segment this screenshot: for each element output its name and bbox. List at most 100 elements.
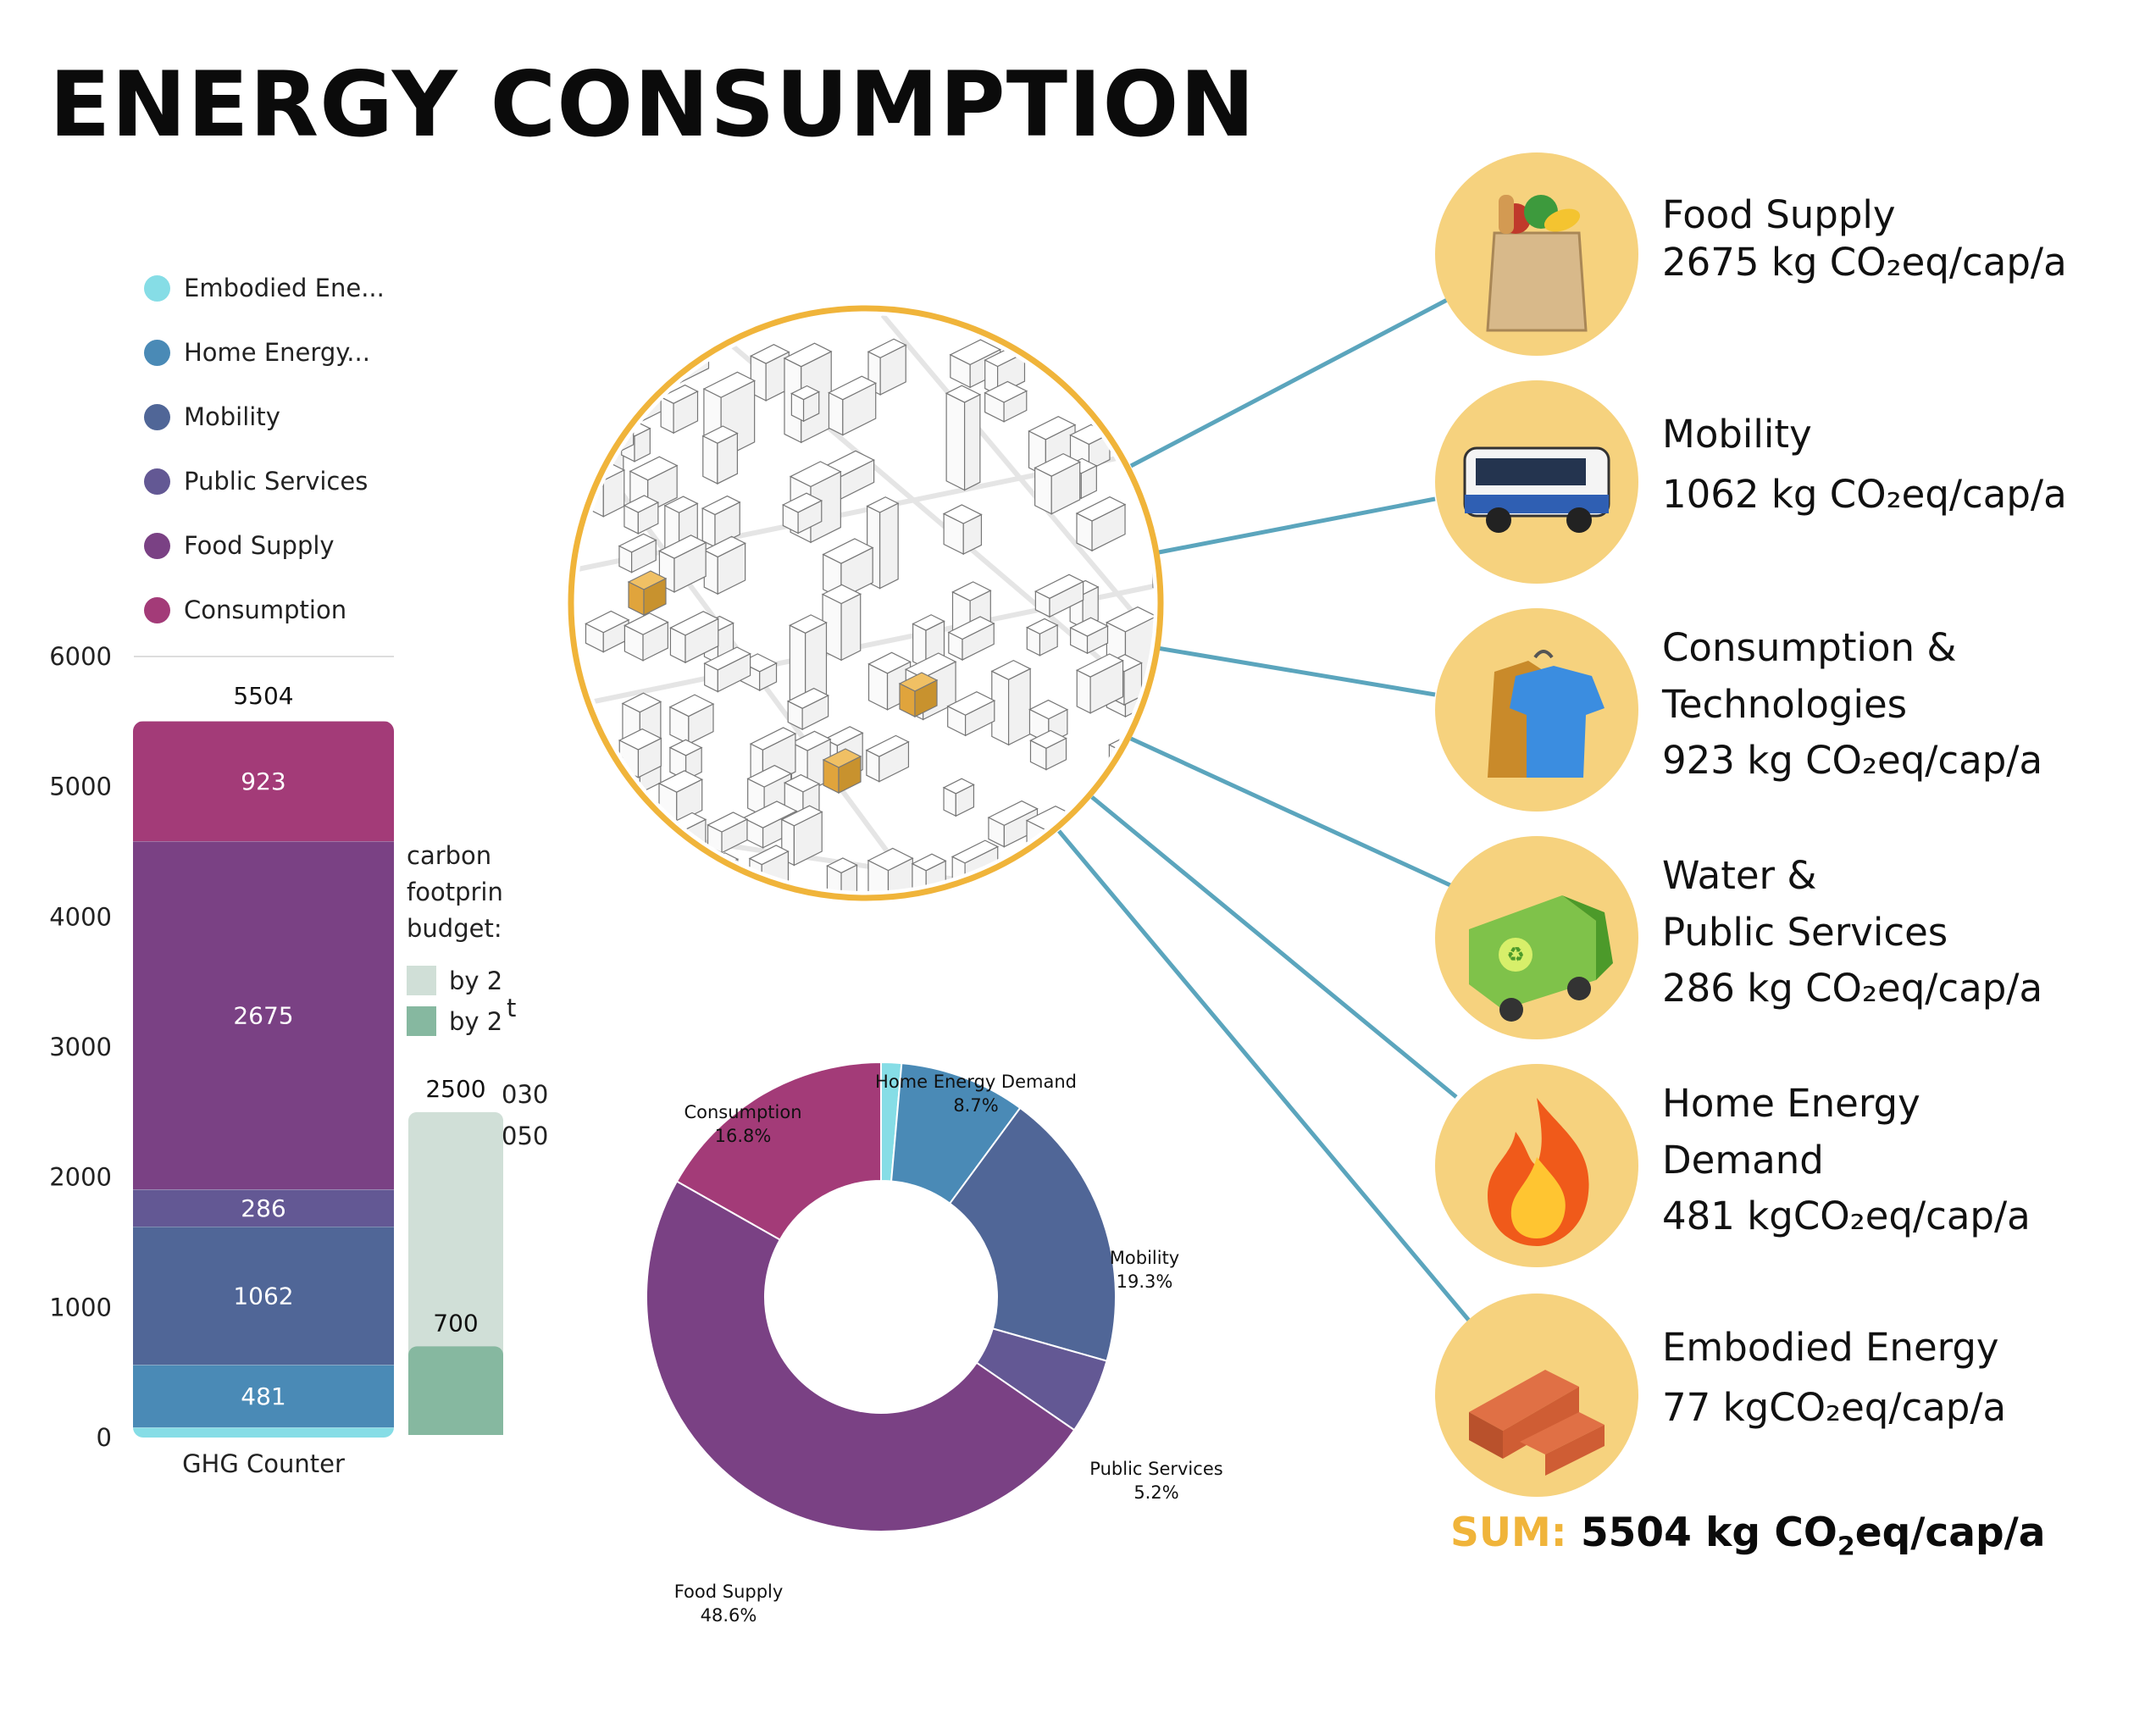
connector-line bbox=[1156, 645, 1436, 697]
bar-data-label: 923 bbox=[241, 767, 285, 795]
budget-legend-swatch bbox=[407, 1006, 436, 1036]
building-block bbox=[624, 612, 669, 662]
building-block bbox=[1110, 343, 1154, 401]
y-tick-label: 0 bbox=[97, 1423, 112, 1452]
connector-line bbox=[1129, 296, 1452, 468]
building-block bbox=[749, 344, 790, 402]
building-block bbox=[707, 812, 749, 854]
legend-item[interactable]: Mobility bbox=[144, 400, 280, 434]
donut-percent-label: 8.7% bbox=[953, 1095, 998, 1116]
building-block bbox=[945, 385, 982, 491]
building-block bbox=[1069, 617, 1109, 655]
building-block bbox=[990, 659, 1032, 746]
legend-label: Home Energy... bbox=[184, 338, 370, 367]
building-block bbox=[1150, 496, 1154, 537]
donut-label: Food Supply bbox=[674, 1582, 784, 1602]
building-block bbox=[701, 425, 739, 485]
connector-lines bbox=[1057, 296, 1472, 1323]
category-title: Food Supply bbox=[1662, 192, 1896, 237]
building-block bbox=[946, 691, 996, 737]
bar-segment bbox=[133, 1427, 394, 1438]
category-title: Consumption & bbox=[1662, 625, 1957, 670]
legend-swatch bbox=[144, 274, 170, 302]
legend-label: Embodied Ene... bbox=[184, 274, 385, 302]
bar-segment bbox=[133, 1365, 394, 1428]
legend-swatch bbox=[144, 339, 170, 366]
legend-label: Food Supply bbox=[184, 531, 335, 560]
connector-line bbox=[1090, 795, 1458, 1099]
donut-label: Mobility bbox=[1110, 1248, 1179, 1268]
donut-slice bbox=[646, 1180, 1076, 1532]
building-block bbox=[585, 610, 630, 653]
budget-legend-title: footprin bbox=[407, 878, 503, 906]
donut-label: Consumption bbox=[684, 1102, 801, 1122]
category-title: Public Services bbox=[1662, 910, 1948, 955]
category-title: Demand bbox=[1662, 1138, 1824, 1183]
building-block bbox=[1075, 496, 1127, 552]
legend-swatch bbox=[144, 532, 170, 559]
building-block bbox=[984, 380, 1028, 423]
budget-bar-label: 2500 bbox=[425, 1075, 485, 1103]
building-block bbox=[579, 806, 635, 852]
page-title: ENERGY CONSUMPTION bbox=[49, 53, 1256, 157]
building-block bbox=[898, 672, 939, 717]
sum-value: 5504 kg CO2eq/cap/a bbox=[1580, 1510, 2046, 1562]
building-block bbox=[1025, 618, 1059, 656]
category-value: 286 kg CO₂eq/cap/a bbox=[1662, 966, 2043, 1011]
building-block bbox=[790, 385, 821, 423]
donut-slice bbox=[675, 1061, 882, 1241]
legend-item[interactable]: Home Energy... bbox=[144, 335, 370, 369]
legend-label: Public Services bbox=[184, 467, 369, 496]
legend-label: Mobility bbox=[184, 402, 280, 431]
budget-legend-title: budget: bbox=[407, 914, 502, 943]
budget-legend-overflow: 030 bbox=[502, 1080, 548, 1109]
y-tick-label: 6000 bbox=[49, 642, 112, 671]
bar-data-label: 2675 bbox=[233, 1002, 293, 1030]
building-block bbox=[623, 495, 660, 535]
bar-data-label: 286 bbox=[241, 1194, 285, 1222]
flame-icon bbox=[1435, 1064, 1638, 1267]
category-title: Embodied Energy bbox=[1662, 1325, 1999, 1370]
legend-item[interactable]: Consumption bbox=[144, 593, 346, 627]
category-value: 923 kg CO₂eq/cap/a bbox=[1662, 738, 2043, 783]
donut-label: Public Services bbox=[1089, 1459, 1222, 1479]
y-tick-label: 5000 bbox=[49, 773, 112, 801]
budget-legend-label: by 2 bbox=[449, 967, 502, 995]
bar-segment bbox=[133, 721, 394, 842]
budget-bar-base-mask bbox=[408, 1435, 503, 1445]
building-block bbox=[669, 611, 720, 664]
building-block bbox=[786, 687, 829, 730]
building-block bbox=[942, 504, 983, 556]
building-block bbox=[702, 535, 746, 596]
budget-bar bbox=[408, 1346, 503, 1443]
building-block bbox=[987, 800, 1039, 848]
donut-percent-label: 16.8% bbox=[715, 1126, 772, 1146]
bar-data-label: 481 bbox=[241, 1382, 285, 1410]
bricks-icon bbox=[1435, 1294, 1638, 1497]
bar-data-label: 1062 bbox=[233, 1282, 293, 1310]
building-block bbox=[826, 857, 858, 891]
stacked-bar-chart: 0100020003000400050006000481106228626759… bbox=[49, 642, 548, 1478]
bus-icon bbox=[1435, 380, 1638, 584]
grocery-bag-icon bbox=[1435, 152, 1638, 356]
y-tick-label: 3000 bbox=[49, 1033, 112, 1061]
building-block bbox=[1158, 417, 1199, 471]
legend-item[interactable]: Embodied Ene... bbox=[144, 271, 385, 305]
building-block bbox=[659, 384, 699, 435]
building-block bbox=[703, 646, 751, 693]
building-block bbox=[1075, 653, 1124, 714]
building-block bbox=[781, 492, 823, 535]
building-block bbox=[822, 748, 862, 794]
legend-item[interactable]: Public Services bbox=[144, 464, 368, 498]
donut-label: Home Energy Demand bbox=[875, 1072, 1077, 1092]
building-block bbox=[1069, 351, 1106, 393]
bar-segment bbox=[133, 1189, 394, 1227]
bar-segment bbox=[133, 841, 394, 1190]
legend-swatch bbox=[144, 596, 170, 623]
svg-text:♻: ♻ bbox=[1506, 943, 1525, 967]
building-block bbox=[867, 338, 907, 396]
building-block bbox=[789, 461, 842, 544]
legend-item[interactable]: Food Supply bbox=[144, 529, 335, 562]
